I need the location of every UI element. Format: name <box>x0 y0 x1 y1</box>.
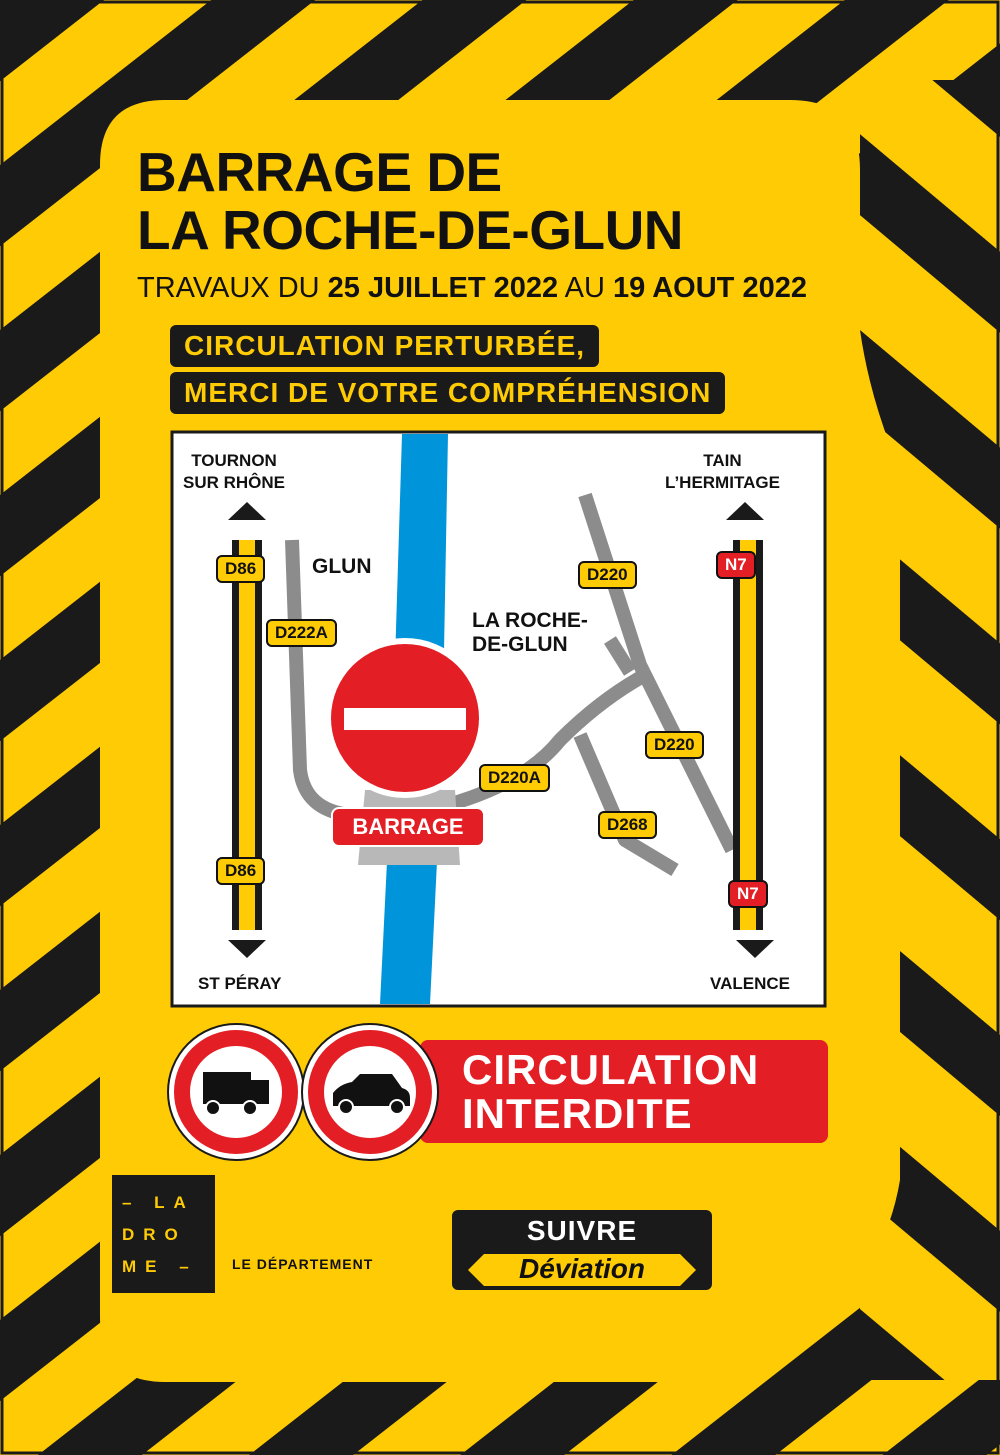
place-glun: GLUN <box>312 555 372 578</box>
end-date: 19 AOUT 2022 <box>613 272 807 304</box>
no-cars-sign-icon <box>301 1023 439 1161</box>
dates-prefix: TRAVAUX DU <box>137 272 320 304</box>
traffic-disrupted-banner: CIRCULATION PERTURBÉE, <box>170 325 600 367</box>
map-box <box>170 430 827 1008</box>
la-drome-logo: – LA DRO ME – <box>112 1175 215 1293</box>
logo-line-3: ME – <box>122 1257 198 1276</box>
no-entry-sign-icon <box>325 638 485 798</box>
road-badge-d86-top: D86 <box>216 555 266 583</box>
detour-arrow-icon <box>468 1254 696 1286</box>
road-badge-d86-bottom: D86 <box>216 857 266 885</box>
no-trucks-sign-icon <box>167 1023 305 1161</box>
road-badge-d220-mid: D220 <box>645 731 704 759</box>
dates-middle: AU <box>564 272 605 304</box>
thanks-banner: MERCI DE VOTRE COMPRÉHENSION <box>170 372 726 414</box>
detour-label: Déviation <box>518 1253 646 1284</box>
destination-tournon: TOURNON SUR RHÔNE <box>183 451 286 492</box>
work-dates: TRAVAUX DU 25 JUILLET 2022 AU 19 AOUT 20… <box>137 272 807 305</box>
road-badge-d222a: D222A <box>266 619 337 647</box>
logo-line-1: – LA <box>122 1193 195 1212</box>
prohibition-bar <box>420 1040 828 1143</box>
place-la-roche-de-glun: LA ROCHE- DE-GLUN <box>472 609 588 656</box>
title-line-1: BARRAGE DE <box>137 141 502 203</box>
title-line-2: LA ROCHE-DE-GLUN <box>137 199 684 261</box>
logo-line-2: DRO <box>122 1225 187 1244</box>
road-badge-n7-top: N7 <box>716 551 756 579</box>
arrow-down-right-icon <box>736 940 774 958</box>
road-badge-d268: D268 <box>598 811 657 839</box>
road-badge-d220a: D220A <box>479 764 550 792</box>
road-badge-d220-top: D220 <box>578 561 637 589</box>
arrow-up-left-icon <box>228 502 266 520</box>
barrage-label: BARRAGE <box>331 807 485 847</box>
follow-label: SUIVRE <box>526 1215 638 1246</box>
destination-valence: VALENCE <box>710 974 790 993</box>
department-label: LE DÉPARTEMENT <box>232 1256 374 1272</box>
arrow-up-right-icon <box>726 502 764 520</box>
road-badge-n7-bottom: N7 <box>728 880 768 908</box>
destination-st-peray: ST PÉRAY <box>198 974 282 993</box>
start-date: 25 JUILLET 2022 <box>327 272 559 304</box>
destination-tain: TAIN L’HERMITAGE <box>665 451 780 492</box>
arrow-down-left-icon <box>228 940 266 958</box>
traffic-prohibited-text: CIRCULATION INTERDITE <box>462 1046 760 1137</box>
